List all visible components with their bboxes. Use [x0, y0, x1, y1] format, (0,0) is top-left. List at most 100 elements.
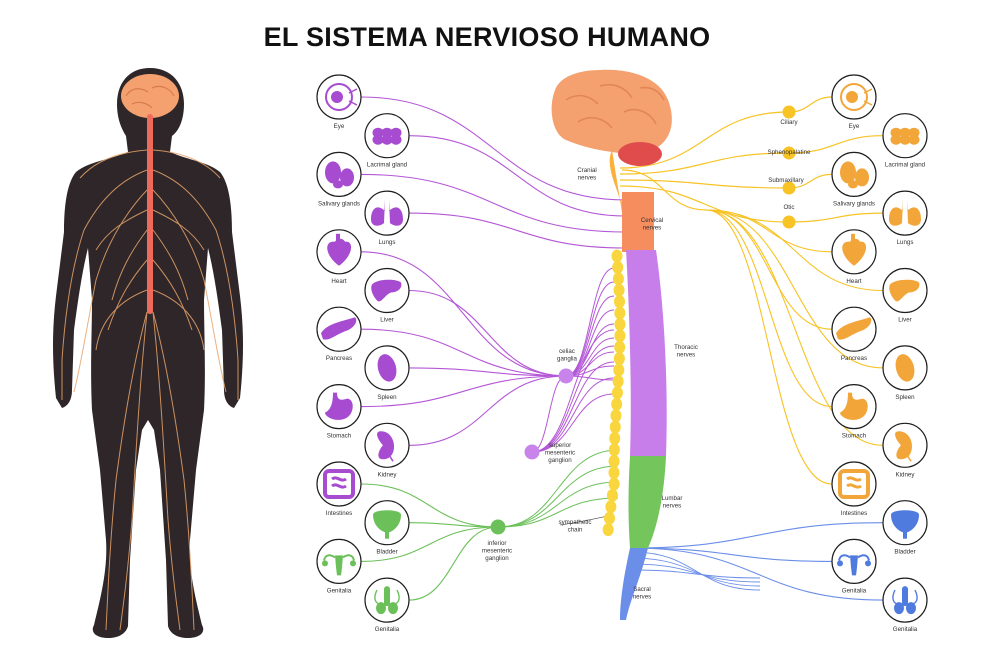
aorta-icon [336, 233, 340, 242]
nerve-line [497, 449, 619, 528]
nerve-line [531, 377, 615, 453]
testis-icon [376, 602, 386, 615]
right-organ-0 [831, 74, 877, 120]
left-organ-8 [316, 384, 362, 430]
right-organ-label: Intestines [841, 510, 867, 517]
nerve-branch [152, 229, 189, 301]
nerve-line [631, 569, 761, 579]
nerve-branch [107, 259, 148, 331]
nerve-line [531, 345, 615, 453]
right-organ-6 [831, 306, 877, 352]
right-organ-1 [882, 113, 928, 159]
chain-ganglion [609, 420, 621, 434]
left-organ-7 [364, 345, 410, 391]
lacrimal-gland-icon [390, 127, 402, 138]
nerve-line [360, 251, 567, 377]
bladder-icon [891, 510, 919, 533]
nerve-branch [95, 209, 148, 251]
eye-icon [325, 83, 353, 111]
right-organ-4 [831, 229, 877, 275]
nerve-line [631, 547, 884, 601]
left-organ-label: Intestines [326, 510, 352, 517]
right-organ-label: Salivary glands [833, 200, 875, 207]
nerve-line [360, 173, 627, 233]
lacrimal-gland-icon [899, 134, 911, 145]
left-organ-0 [316, 74, 362, 120]
nerve-branch [73, 189, 148, 393]
lumbar-segment [628, 456, 666, 548]
lacrimal-gland-icon [381, 127, 393, 138]
left-organ-label: Spleen [377, 394, 397, 401]
female-genitalia-icon [335, 555, 343, 576]
nerve-line [497, 465, 619, 528]
chain-ganglion [612, 272, 624, 286]
chain-ganglion [608, 454, 620, 468]
lacrimal-gland-icon [899, 127, 911, 138]
nerve-line [360, 526, 499, 562]
left-organ-label: Eye [334, 123, 345, 130]
nerve-line [705, 209, 833, 330]
thoracic-segment [626, 250, 667, 456]
left-organ-label: Heart [331, 278, 346, 285]
nerve-branch [152, 289, 205, 351]
body-silhouette [53, 68, 243, 638]
right-organ-8 [831, 384, 877, 430]
ovary-icon [865, 560, 871, 567]
stomach-icon [840, 392, 868, 420]
left-organ-label: Bladder [376, 549, 397, 556]
organ-circle [364, 190, 410, 236]
nerve-branch [61, 169, 148, 400]
right-organ-label: Eye [849, 123, 860, 130]
chain-ganglion [613, 352, 625, 366]
right-organ-5 [882, 267, 928, 314]
right-organ-label: Pancreas [841, 355, 867, 362]
chain-ganglion [612, 260, 624, 274]
nerve-line [408, 289, 567, 377]
chain-ganglion [614, 295, 626, 309]
intestines-icon [323, 469, 355, 499]
chain-ganglion [603, 511, 615, 525]
lacrimal-gland-icon [908, 134, 920, 145]
right-organ-3 [882, 190, 928, 236]
nerve-line [705, 209, 833, 408]
right-organ-label: Lungs [897, 239, 914, 246]
left-organ-label: Lungs [379, 239, 396, 246]
heart-icon [842, 238, 867, 266]
nerve-branch [152, 311, 181, 631]
label-parasympathetic-submaxillary: Submaxillary [768, 177, 804, 184]
chain-ganglion [611, 386, 623, 400]
nerve-line [705, 209, 833, 485]
lacrimal-gland-icon [381, 134, 393, 145]
right-organ-7 [882, 345, 928, 391]
left-organ-3 [364, 190, 410, 236]
lacrimal-gland-icon [390, 134, 402, 145]
right-organ-11 [882, 500, 928, 546]
brain-icon [551, 69, 672, 166]
left-organ-label: Salivary glands [318, 200, 360, 207]
nerve-line [531, 375, 567, 453]
iris-icon [846, 91, 858, 103]
liver-icon [371, 279, 402, 302]
optic-nerve-icon [348, 88, 358, 106]
salivary-glands-icon [325, 161, 341, 184]
lacrimal-gland-icon [890, 134, 902, 145]
ureter-icon [900, 444, 912, 462]
ovary-icon [322, 560, 328, 567]
nerve-branch [152, 189, 227, 393]
nerve-line [631, 547, 833, 562]
left-organ-label: Genitalia [375, 626, 400, 633]
nerve-line [631, 557, 761, 587]
right-organ-10 [831, 461, 877, 507]
lungs-icon [389, 199, 403, 226]
organ-icons [316, 74, 928, 623]
pancreas-icon [836, 317, 872, 340]
left-organ-1 [364, 113, 410, 159]
left-organ-2 [316, 151, 362, 197]
kidney-icon [895, 431, 913, 460]
right-organ-label: Genitalia [893, 626, 918, 633]
left-organ-label: Genitalia [327, 587, 352, 594]
lacrimal-gland-icon [890, 127, 902, 138]
